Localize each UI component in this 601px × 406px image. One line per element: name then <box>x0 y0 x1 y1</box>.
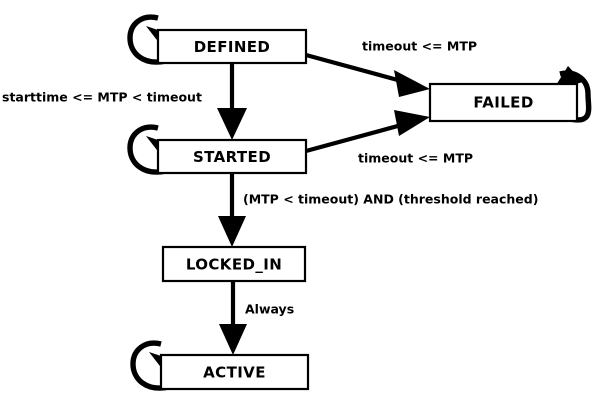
active-self-loop-path <box>130 340 170 391</box>
edge-label-defined-to-started: starttime <= MTP < timeout <box>2 90 202 105</box>
transition-locked-in-to-active <box>219 281 247 355</box>
active-box[interactable] <box>159 353 310 391</box>
failed-box[interactable] <box>428 82 579 123</box>
active-label: ACTIVE <box>203 364 266 382</box>
started-box[interactable] <box>156 138 308 175</box>
started-to-failed-arrowhead <box>394 110 430 136</box>
defined-box[interactable] <box>156 28 308 65</box>
defined-to-started-arrowhead <box>217 108 247 140</box>
transition-defined-to-failed <box>305 52 430 97</box>
failed-label: FAILED <box>473 94 533 112</box>
state-node-failed[interactable]: FAILED <box>428 82 579 123</box>
started-to-locked-in-arrowhead <box>218 216 246 247</box>
state-node-defined[interactable]: DEFINED <box>156 28 308 65</box>
state-node-active[interactable]: ACTIVE <box>159 353 310 391</box>
started-to-failed-line <box>305 121 406 154</box>
transition-defined-to-started <box>217 63 247 140</box>
locked-in-box[interactable] <box>161 245 307 283</box>
edge-label-locked-in-to-active: Always <box>245 302 294 317</box>
edge-label-defined-to-failed: timeout <= MTP <box>362 39 477 54</box>
state-node-started[interactable]: STARTED <box>156 138 308 175</box>
edge-label-started-to-failed: timeout <= MTP <box>358 151 473 166</box>
locked-in-label: LOCKED_IN <box>186 256 282 274</box>
transition-started-to-failed <box>305 110 430 154</box>
state-node-locked-in[interactable]: LOCKED_IN <box>161 245 307 283</box>
defined-label: DEFINED <box>194 38 271 56</box>
locked-in-to-active-arrowhead <box>219 324 247 355</box>
started-self-loop-path <box>127 124 167 175</box>
defined-self-loop-path <box>127 14 167 65</box>
started-label: STARTED <box>193 148 271 166</box>
edge-label-started-to-locked-in: (MTP < timeout) AND (threshold reached) <box>243 192 538 207</box>
transition-started-to-locked-in <box>218 173 246 247</box>
defined-to-failed-arrowhead <box>394 70 430 97</box>
defined-to-failed-line <box>305 52 406 85</box>
